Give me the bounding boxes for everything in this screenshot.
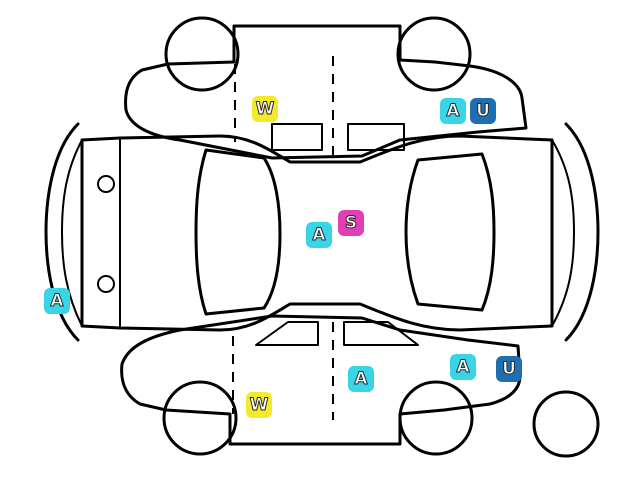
badge-rear-fender-right-a: A [440,98,466,124]
wheel-rear-bottom [398,380,474,456]
badge-roof-s: S [338,210,364,236]
badge-roof-a: A [306,222,332,248]
spare-wheel [532,390,600,458]
side-view-bottom [120,314,600,458]
windshield [194,148,282,316]
window-rear-top [347,123,405,151]
badge-rear-fender-right-u: U [470,98,496,124]
wheel-front-top [164,16,240,92]
wheel-rear-top [396,16,472,92]
badge-front-fender-right-w: W [252,96,278,122]
front-bumper-inner [61,139,83,327]
window-rear-bottom [343,321,419,346]
badge-rear-fender-left-u: U [496,356,522,382]
body-outline-top [124,24,528,160]
wheel-front-bottom [162,380,238,456]
badge-rear-door-left-a: A [348,366,374,392]
rear-bumper-inner [551,139,575,327]
badge-rear-fender-left-a: A [450,354,476,380]
side-view-top [124,16,528,160]
badge-front-fender-left-w: W [246,392,272,418]
window-front-top [271,123,323,151]
headlight-lower [97,275,115,293]
window-front-bottom [255,321,319,346]
badge-front-bumper-a: A [44,288,70,314]
rear-window [404,152,496,312]
body-outline-bottom [120,314,522,446]
headlight-upper [97,175,115,193]
rear-bumper-outer [564,122,600,342]
